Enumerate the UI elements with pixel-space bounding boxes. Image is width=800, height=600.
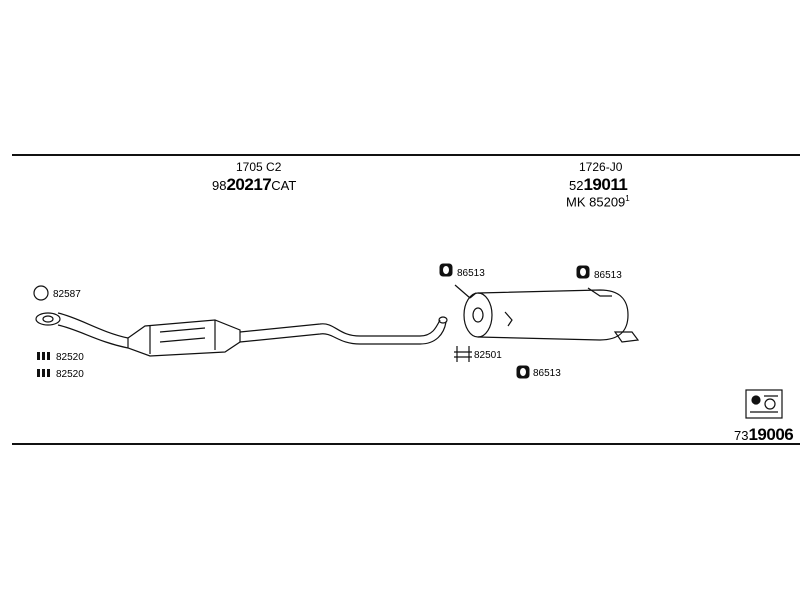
mk-sup: 1 (625, 194, 630, 203)
mounting-kit-icon (745, 389, 783, 419)
silencer-number-prefix: 52 (569, 178, 584, 193)
ring-part-label: 82587 (53, 289, 81, 300)
middle-pipe-end (438, 316, 448, 324)
rear-silencer (454, 284, 640, 343)
bolt-part-label-a: 82520 (56, 352, 84, 363)
clamp-label: 82501 (474, 350, 502, 361)
bottom-rule (12, 443, 800, 445)
rubber-hanger-icon (439, 263, 590, 379)
catalytic-converter (127, 319, 241, 357)
silencer-number-main: 19011 (583, 175, 628, 194)
silencer-part-number: 5219011 (569, 175, 628, 195)
hanger-left-label: 86513 (457, 268, 485, 279)
cat-number-prefix: 98 (212, 178, 227, 193)
front-pipe (57, 312, 129, 349)
hanger-bottom-label: 86513 (533, 368, 561, 379)
top-rule (12, 154, 800, 156)
kit-part-number: 7319006 (734, 425, 794, 445)
front-flange (35, 312, 61, 326)
cat-code: 1705 C2 (236, 160, 282, 174)
cat-number-suffix: CAT (271, 178, 297, 193)
silencer-code: 1726-J0 (579, 160, 623, 174)
cat-part-number: 9820217CAT (212, 175, 296, 195)
middle-pipe (239, 319, 447, 345)
bolt-part-label-b: 82520 (56, 369, 84, 380)
clamp-icon (454, 346, 472, 362)
mk-label: MK (566, 194, 586, 210)
mk-number: 85209 (589, 194, 626, 210)
ring-gasket-icon (33, 285, 49, 301)
cat-number-main: 20217 (226, 175, 272, 194)
silencer-mk: MK 852091 (566, 194, 630, 209)
kit-number-prefix: 73 (734, 428, 749, 443)
kit-number-main: 19006 (748, 425, 794, 444)
hanger-right-label: 86513 (594, 270, 622, 281)
bolt-kit-icon (37, 352, 50, 377)
